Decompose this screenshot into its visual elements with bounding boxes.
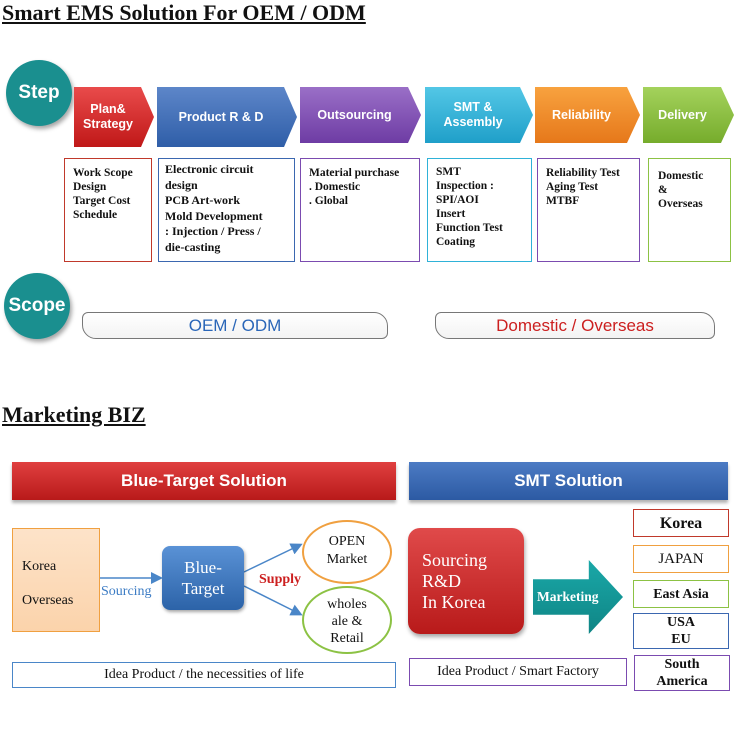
detail-product-rd-line: design [165,177,198,192]
step-reliability: Reliability [535,87,640,143]
step-smt-assembly: SMT &Assembly [425,87,533,143]
step-outsourcing-line-1: Outsourcing [317,107,392,122]
step-smt-line-1: SMT & [453,100,493,114]
scope-oem-odm-text: OEM / ODM [188,315,282,335]
detail-smt-line: SMT [436,166,461,178]
detail-delivery-line: Domestic [658,170,704,182]
step-reliability-line-1: Reliability [551,107,612,122]
region-south-america: South America [634,655,730,691]
scope-circle: Scope [4,273,70,339]
scope-domestic-overseas-text: Domestic / Overseas [496,315,654,335]
wholesale-line-1: wholes [327,597,367,612]
region-eu-text: EU [671,632,691,647]
sourcing-rd-line-3: In Korea [422,592,486,612]
detail-delivery-line: & [658,184,668,196]
region-america-text: America [656,674,708,689]
title-marketing: Marketing BIZ [2,402,146,427]
smt-solution-bar-title: SMT Solution [514,471,623,490]
detail-plan-line: Target Cost [73,195,131,207]
title-main: Smart EMS Solution For OEM / ODM [2,0,366,25]
supply-arrow-top [243,543,303,573]
detail-product-rd-line: Mold Development [165,208,263,223]
open-market-line-1: OPEN [328,534,366,549]
source-box: Korea Overseas [12,528,100,632]
detail-smt-line: Inspection : [436,180,494,192]
step-circle: Step [6,60,72,126]
scope-oem-odm-banner: OEM / ODM [82,312,388,339]
scope-label: Scope [8,295,66,316]
step-plan-line-1: Plan& [90,102,126,116]
region-south-text: South [664,657,700,672]
step-plan-strategy: Plan&Strategy [74,87,154,147]
sourcing-label: Sourcing [101,584,152,599]
sourcing-rd-line-1: Sourcing [422,550,487,570]
step-outsourcing: Outsourcing [300,87,421,143]
open-market-line-2: Market [326,552,368,567]
region-east-asia: East Asia [633,580,729,608]
detail-reliability-line: MTBF [546,195,580,207]
detail-plan-line: Work Scope [73,167,133,179]
step-product-rd-line-1: Product R & D [178,109,264,124]
sourcing-rd-box: Sourcing R&D In Korea [408,528,524,634]
region-east-asia-text: East Asia [653,586,709,602]
source-korea: Korea [22,559,57,574]
smt-footer-text: Idea Product / Smart Factory [437,664,599,679]
wholesale-line-3: Retail [330,631,364,646]
blue-target-footer: Idea Product / the necessities of life [12,662,396,688]
scope-domestic-overseas-banner: Domestic / Overseas [435,312,715,339]
detail-delivery-line: Overseas [658,198,703,210]
open-market-ellipse: OPEN Market [302,520,392,584]
detail-plan-strategy: Work Scope Design Target Cost Schedule [64,158,152,262]
blue-target-line-2: Target [181,579,225,598]
supply-arrow-bottom [243,585,303,616]
blue-target-box: Blue- Target [162,546,244,610]
wholesale-line-2: ale & [331,614,363,629]
detail-reliability: Reliability Test Aging Test MTBF [537,158,640,262]
blue-target-line-1: Blue- [184,558,222,577]
detail-delivery: Domestic & Overseas [648,158,731,262]
smt-footer: Idea Product / Smart Factory [409,658,627,686]
step-delivery-line-1: Delivery [658,107,707,122]
region-japan: JAPAN [633,545,729,573]
blue-target-bar: Blue-Target Solution [12,462,396,500]
step-plan-line-2: Strategy [82,117,134,131]
blue-target-bar-title: Blue-Target Solution [121,471,287,490]
marketing-arrow-label: Marketing [537,589,599,604]
supply-label: Supply [259,572,302,587]
detail-product-rd-line: PCB Art-work [165,193,240,207]
blue-target-footer-text: Idea Product / the necessities of life [104,667,304,682]
detail-smt-line: Coating [436,236,475,248]
detail-outsourcing: Material purchase . Domestic . Global [300,158,420,262]
source-overseas: Overseas [22,593,74,608]
detail-smt-line: Function Test [436,222,503,234]
detail-outsourcing-line: . Global [309,195,348,207]
region-usa-text: USA [666,615,695,630]
step-delivery: Delivery [643,87,734,143]
sourcing-rd-line-2: R&D [422,571,462,591]
detail-product-rd-line: Electronic circuit [165,162,254,176]
wholesale-retail-ellipse: wholes ale & Retail [302,586,392,654]
step-label: Step [18,82,60,103]
step-product-rd: Product R & D [157,87,297,147]
detail-product-rd-line: : Injection / Press / [165,224,261,238]
detail-reliability-line: Reliability Test [546,167,620,179]
detail-product-rd: Electronic circuit design PCB Art-work M… [158,158,295,262]
detail-plan-line: Design [73,181,107,193]
region-usa-eu: USA EU [633,613,729,649]
detail-product-rd-line: die-casting [165,239,221,254]
region-japan-text: JAPAN [658,550,704,567]
detail-smt-assembly: SMT Inspection : SPI/AOI Insert Function… [427,158,532,262]
smt-solution-bar: SMT Solution [409,462,728,500]
detail-plan-line: Schedule [73,209,118,221]
region-korea: Korea [633,509,729,537]
region-korea-text: Korea [659,514,703,532]
detail-outsourcing-line: Material purchase [309,167,400,179]
detail-outsourcing-line: . Domestic [309,181,361,193]
detail-smt-line: Insert [436,208,466,220]
step-smt-line-2: Assembly [443,115,503,129]
detail-reliability-line: Aging Test [546,181,599,193]
detail-smt-line: SPI/AOI [436,194,479,206]
